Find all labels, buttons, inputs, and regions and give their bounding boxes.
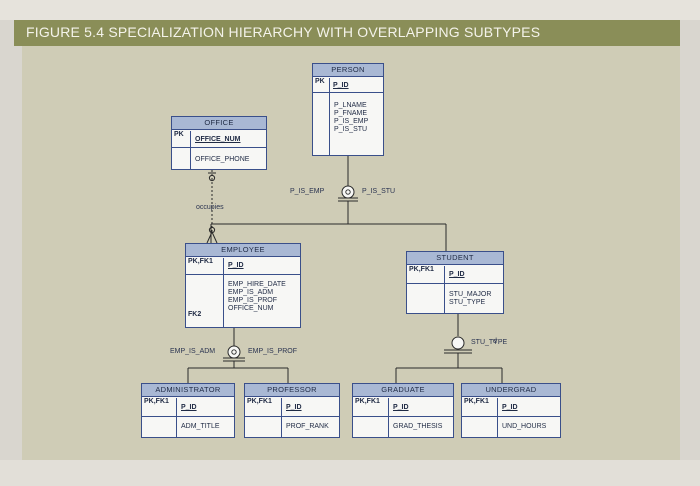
employee-left-discriminator: EMP_IS_ADM xyxy=(170,348,216,355)
entity-graduate-title: GRADUATE xyxy=(353,384,453,397)
entity-administrator-title: ADMINISTRATOR xyxy=(142,384,234,397)
person-right-discriminator: P_IS_STU xyxy=(362,188,396,195)
entity-office-title: OFFICE xyxy=(172,117,266,130)
entity-employee-pk: P_ID xyxy=(228,262,244,269)
office-optional-marker xyxy=(208,174,216,182)
student-disjoint-symbol xyxy=(451,336,465,350)
employee-right-discriminator: EMP_IS_PROF xyxy=(248,348,298,355)
figure-header-band: FIGURE 5.4 SPECIALIZATION HIERARCHY WITH… xyxy=(14,20,680,46)
entity-person-attr: P_LNAME xyxy=(334,102,367,109)
entity-graduate-attr: GRAD_THESIS xyxy=(393,423,443,430)
entity-student: STUDENT PK,FK1 P_ID STU_MAJOR STU_TYPE xyxy=(406,251,504,314)
entity-undergrad: UNDERGRAD PK,FK1 P_ID UND_HOURS xyxy=(461,383,561,438)
entity-person-attr: P_FNAME xyxy=(334,110,368,117)
entity-person-attr: P_IS_EMP xyxy=(334,118,369,125)
person-overlap-symbol xyxy=(341,185,355,199)
entity-graduate-pk: P_ID xyxy=(393,404,409,411)
person-left-discriminator: P_IS_EMP xyxy=(290,188,325,195)
entity-undergrad-key: PK,FK1 xyxy=(462,398,498,416)
entity-professor-pk: P_ID xyxy=(286,404,302,411)
connector-lines xyxy=(187,156,503,383)
entity-office-key: PK xyxy=(172,131,191,147)
entity-person-pk: P_ID xyxy=(333,82,349,89)
entity-administrator-key: PK,FK1 xyxy=(142,398,177,416)
entity-person: PERSON PK P_ID P_LNAME P_FNAME P_IS_EMP … xyxy=(312,63,384,156)
entity-office-attr: OFFICE_PHONE xyxy=(195,156,250,163)
paper-margin-top xyxy=(0,0,700,20)
entity-office: OFFICE PK OFFICE_NUM OFFICE_PHONE xyxy=(171,116,267,170)
entity-student-attr: STU_MAJOR xyxy=(449,291,492,298)
relationship-occupies-label: occupies xyxy=(196,204,224,211)
entity-employee-attr: OFFICE_NUM xyxy=(228,305,274,312)
entity-employee-attr: EMP_IS_ADM xyxy=(228,289,274,296)
entity-professor-title: PROFESSOR xyxy=(245,384,339,397)
entity-graduate: GRADUATE PK,FK1 P_ID GRAD_THESIS xyxy=(352,383,454,438)
entity-employee: EMPLOYEE PK,FK1 P_ID EMP_HIRE_DATE EMP_I… xyxy=(185,243,301,328)
entity-student-key: PK,FK1 xyxy=(407,266,445,283)
entity-undergrad-pk: P_ID xyxy=(502,404,518,411)
entity-employee-fk2: FK2 xyxy=(188,311,202,318)
entity-administrator: ADMINISTRATOR PK,FK1 P_ID ADM_TITLE xyxy=(141,383,235,438)
diagram-canvas: d PERSON PK P_ID P_LNAME P_FNAME P_IS_EM… xyxy=(22,46,680,460)
entity-undergrad-attr: UND_HOURS xyxy=(502,423,547,430)
entity-employee-key: PK,FK1 xyxy=(186,258,224,274)
entity-administrator-attr: ADM_TITLE xyxy=(181,423,220,430)
entity-person-key: PK xyxy=(313,78,330,92)
entity-administrator-pk: P_ID xyxy=(181,404,197,411)
student-disjoint-letter: d xyxy=(493,338,497,345)
employee-overlap-symbol xyxy=(227,345,241,359)
paper-margin-bottom xyxy=(0,460,700,486)
entity-office-pk: OFFICE_NUM xyxy=(195,136,241,143)
entity-student-pk: P_ID xyxy=(449,271,465,278)
entity-employee-attr: EMP_HIRE_DATE xyxy=(228,281,286,288)
entity-graduate-key: PK,FK1 xyxy=(353,398,389,416)
entity-professor-attr: PROF_RANK xyxy=(286,423,329,430)
entity-employee-title: EMPLOYEE xyxy=(186,244,300,257)
entity-student-title: STUDENT xyxy=(407,252,503,265)
entity-person-title: PERSON xyxy=(313,64,383,77)
entity-person-attr: P_IS_STU xyxy=(334,126,368,133)
entity-undergrad-title: UNDERGRAD xyxy=(462,384,560,397)
student-discriminator-label: STU_TYPE xyxy=(471,339,508,346)
entity-student-attr: STU_TYPE xyxy=(449,299,486,306)
figure-title: FIGURE 5.4 SPECIALIZATION HIERARCHY WITH… xyxy=(26,24,541,40)
entity-professor: PROFESSOR PK,FK1 P_ID PROF_RANK xyxy=(244,383,340,438)
entity-professor-key: PK,FK1 xyxy=(245,398,282,416)
entity-employee-attr: EMP_IS_PROF xyxy=(228,297,278,304)
